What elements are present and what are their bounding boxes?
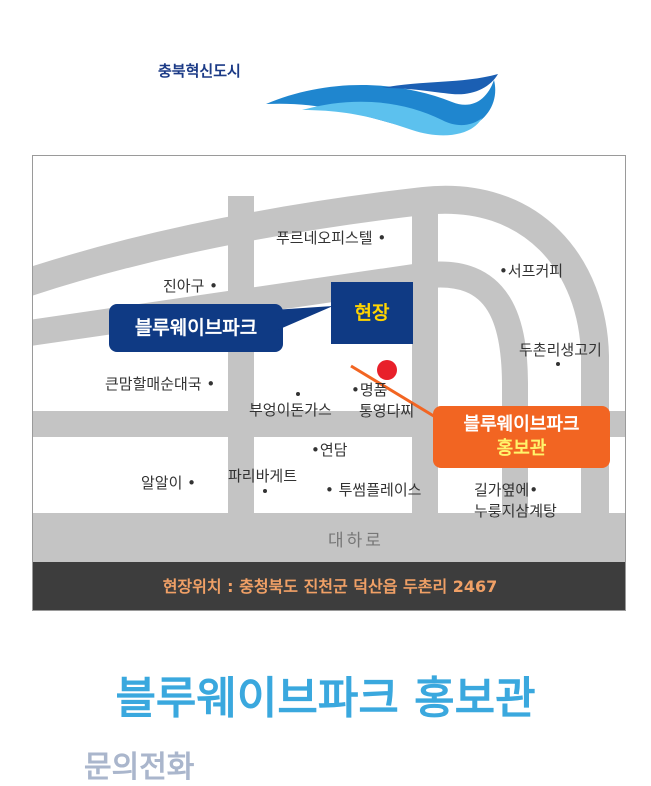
road-label-daeharo: 대하로 (328, 531, 384, 551)
place-yeondam: •연담 (311, 441, 348, 459)
place-duchon-pork: 두촌리생고기 (519, 341, 602, 359)
callout-orange-line2: 홍보관 (496, 438, 547, 459)
showroom-location-dot (377, 360, 397, 380)
road-network (33, 156, 625, 610)
place-gilga-line2: 누룽지삼계탕 (474, 502, 557, 520)
place-bueong-marker (296, 392, 300, 396)
callout-orange-line1: 블루웨이브파크 (463, 414, 580, 435)
place-duchon-marker (556, 362, 560, 366)
callout-blue-pointer (273, 306, 333, 332)
place-myeongpum-line2: 통영다찌 (359, 402, 415, 420)
place-alal: 알알이 • (141, 474, 197, 492)
callout-blue-wave-park: 블루웨이브파크 (109, 304, 283, 352)
place-pureun-officetel: 푸르네오피스텔 • (276, 229, 387, 247)
place-jinagu: 진아구 • (163, 277, 219, 295)
site-marker-box: 현장 (331, 282, 413, 344)
place-serpe-coffee: •서프커피 (499, 262, 564, 280)
place-myeongpum-line1: •명품 (351, 381, 388, 399)
wave-logo (266, 74, 498, 136)
brand-name: 충북혁신도시 (158, 62, 241, 80)
place-paris-baguette: 파리바게트 (228, 467, 298, 485)
place-keunmam-sundae: 큰맘할매순대국 • (105, 375, 216, 393)
place-bueong-dongas: 부엉이돈가스 (249, 401, 332, 419)
callout-orange-showroom: 블루웨이브파크 홍보관 (433, 406, 610, 468)
address-bar: 현장위치 : 충청북도 진천군 덕산읍 두촌리 2467 (33, 562, 625, 610)
contact-label: 문의전화 (84, 750, 195, 785)
place-gilga-line1: 길가옆에• (474, 481, 539, 499)
showroom-title: 블루웨이브파크 홍보관 (115, 673, 536, 724)
location-map: 대하로 푸르네오피스텔 • •서프커피 진아구 • 두촌리생고기 큰맘할매순대국… (32, 155, 626, 611)
place-paris-marker (263, 489, 267, 493)
place-twosome: • 투썸플레이스 (325, 481, 422, 499)
